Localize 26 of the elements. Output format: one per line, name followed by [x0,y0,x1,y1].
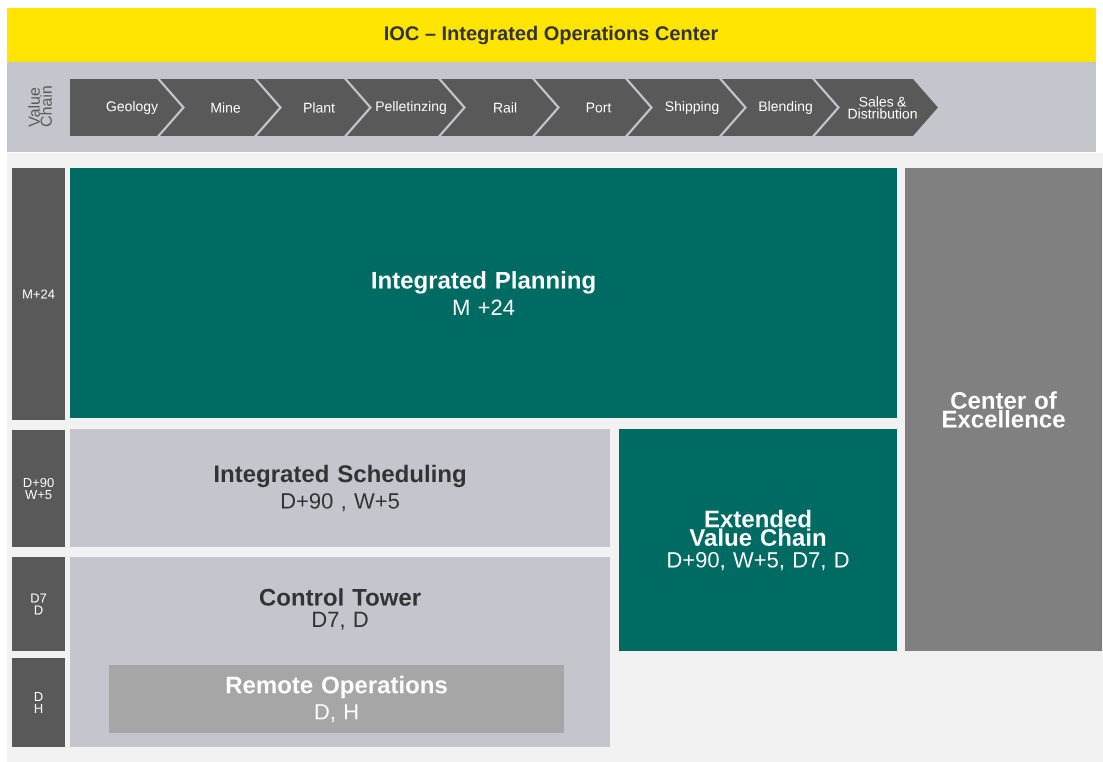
node-label: Plant [304,102,335,113]
node-label: Sales & Distribution [848,96,917,119]
node-label: Shipping [665,100,719,115]
value-chain-step: Plant [257,79,369,136]
block: Integrated Scheduling D+90 , W+5 [70,429,610,547]
row-label: D+90 W+5 [12,430,65,547]
value-chain-step: Blending [722,79,837,136]
value-chain-step: Shipping [628,79,744,136]
row-label: D H [12,658,65,747]
node-label: Port [586,102,612,113]
value-chain-step: Mine [160,79,279,136]
value-chain-step: Geology [70,79,182,136]
title-band: IOC – Integrated Operations Center [7,8,1096,62]
node-label: Geology [106,100,159,115]
block: Center of Excellence [905,168,1102,651]
value-chain-step: Sales & Distribution [815,79,938,136]
row-label: M+24 [12,168,65,420]
block: Extended Value Chain D+90, W+5, D7, D [619,429,897,651]
block: Remote Operations D, H [109,665,564,733]
block: Integrated Planning M +24 [70,168,897,418]
node-label: Rail [494,102,517,113]
value-chain-step: Port [535,79,650,136]
node-label: Mine [211,102,241,113]
row-label: D7 D [12,557,65,651]
node-label: Blending [759,100,812,115]
value-chain-step: Pelletinzing [347,79,463,136]
